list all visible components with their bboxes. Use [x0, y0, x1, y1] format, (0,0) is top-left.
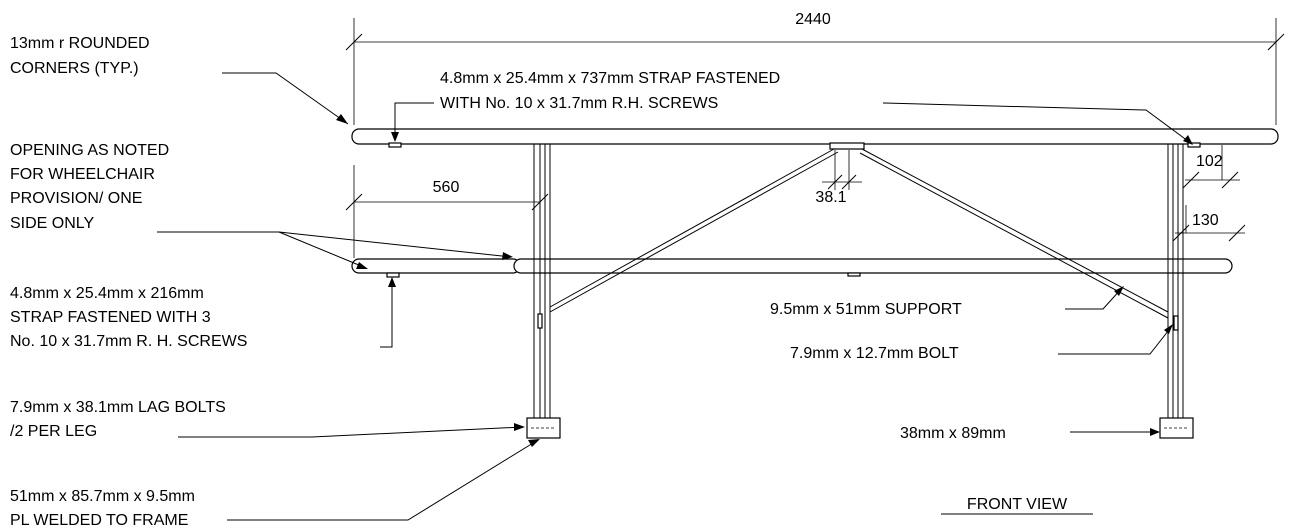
top-strap-clip-right — [1187, 142, 1201, 148]
vertical-dimensions-right: 102 130 — [1172, 145, 1246, 242]
seat-strap-line3: No. 10 x 31.7mm R. H. SCREWS — [10, 333, 247, 350]
callout-rounded-corners: 13mm r ROUNDED CORNERS (TYP.) — [10, 35, 349, 125]
wheelchair-line4: SIDE ONLY — [10, 215, 95, 232]
seat-strap-line2: STRAP FASTENED WITH 3 — [10, 309, 211, 326]
top-to-brace-value: 102 — [1196, 153, 1223, 170]
callout-plate: 51mm x 85.7mm x 9.5mm PL WELDED TO FRAME — [10, 439, 540, 529]
bolt-label: 7.9mm x 12.7mm BOLT — [790, 345, 959, 362]
plate-line2: PL WELDED TO FRAME — [10, 512, 188, 529]
seat-left-segment — [351, 258, 521, 274]
block-label: 38mm x 89mm — [900, 425, 1006, 442]
table-top — [351, 128, 1279, 145]
gap-value: 38.1 — [815, 189, 846, 206]
callout-wheelchair-opening: OPENING AS NOTED FOR WHEELCHAIR PROVISIO… — [10, 142, 513, 269]
top-strap-clip-left — [388, 142, 402, 148]
callout-support: 9.5mm x 51mm SUPPORT — [770, 286, 1124, 318]
support-label: 9.5mm x 51mm SUPPORT — [770, 301, 962, 318]
callout-seat-strap: 4.8mm x 25.4mm x 216mm STRAP FASTENED WI… — [10, 277, 396, 350]
rounded-corners-line2: CORNERS (TYP.) — [10, 60, 139, 77]
right-leg — [1159, 144, 1194, 439]
left-leg — [526, 144, 561, 439]
callout-block: 38mm x 89mm — [900, 425, 1160, 442]
view-title-text: FRONT VIEW — [967, 496, 1068, 513]
view-title: FRONT VIEW — [941, 496, 1093, 515]
end-offset-value: 560 — [433, 179, 460, 196]
diagonal-braces — [549, 148, 1169, 319]
callout-bolt: 7.9mm x 12.7mm BOLT — [790, 324, 1173, 362]
gap-dimension: 38.1 — [815, 150, 862, 206]
lag-bolts-line1: 7.9mm x 38.1mm LAG BOLTS — [10, 399, 226, 416]
wheelchair-line3: PROVISION/ ONE — [10, 190, 142, 207]
seat-main — [513, 258, 1233, 274]
wheelchair-line2: FOR WHEELCHAIR — [10, 166, 155, 183]
wheelchair-line1: OPENING AS NOTED — [10, 142, 169, 159]
end-offset-dimension: 560 — [345, 165, 549, 258]
top-strap-line1: 4.8mm x 25.4mm x 737mm STRAP FASTENED — [440, 70, 780, 87]
seat-strap-line1: 4.8mm x 25.4mm x 216mm — [10, 285, 204, 302]
callout-top-strap: 4.8mm x 25.4mm x 737mm STRAP FASTENED WI… — [391, 70, 1193, 145]
overall-length-value: 2440 — [795, 11, 831, 28]
plate-line1: 51mm x 85.7mm x 9.5mm — [10, 488, 195, 505]
seat-strap-clip — [386, 272, 400, 278]
top-center-bracket — [829, 142, 865, 150]
overall-length-dimension: 2440 — [345, 11, 1285, 125]
rounded-corners-line1: 13mm r ROUNDED — [10, 35, 150, 52]
brace-to-seat-value: 130 — [1192, 212, 1219, 229]
seat-center-clip — [847, 272, 861, 277]
top-strap-line2: WITH No. 10 x 31.7mm R.H. SCREWS — [440, 95, 718, 112]
lag-bolts-line2: /2 PER LEG — [10, 423, 97, 440]
callout-lag-bolts: 7.9mm x 38.1mm LAG BOLTS /2 PER LEG — [10, 399, 525, 440]
